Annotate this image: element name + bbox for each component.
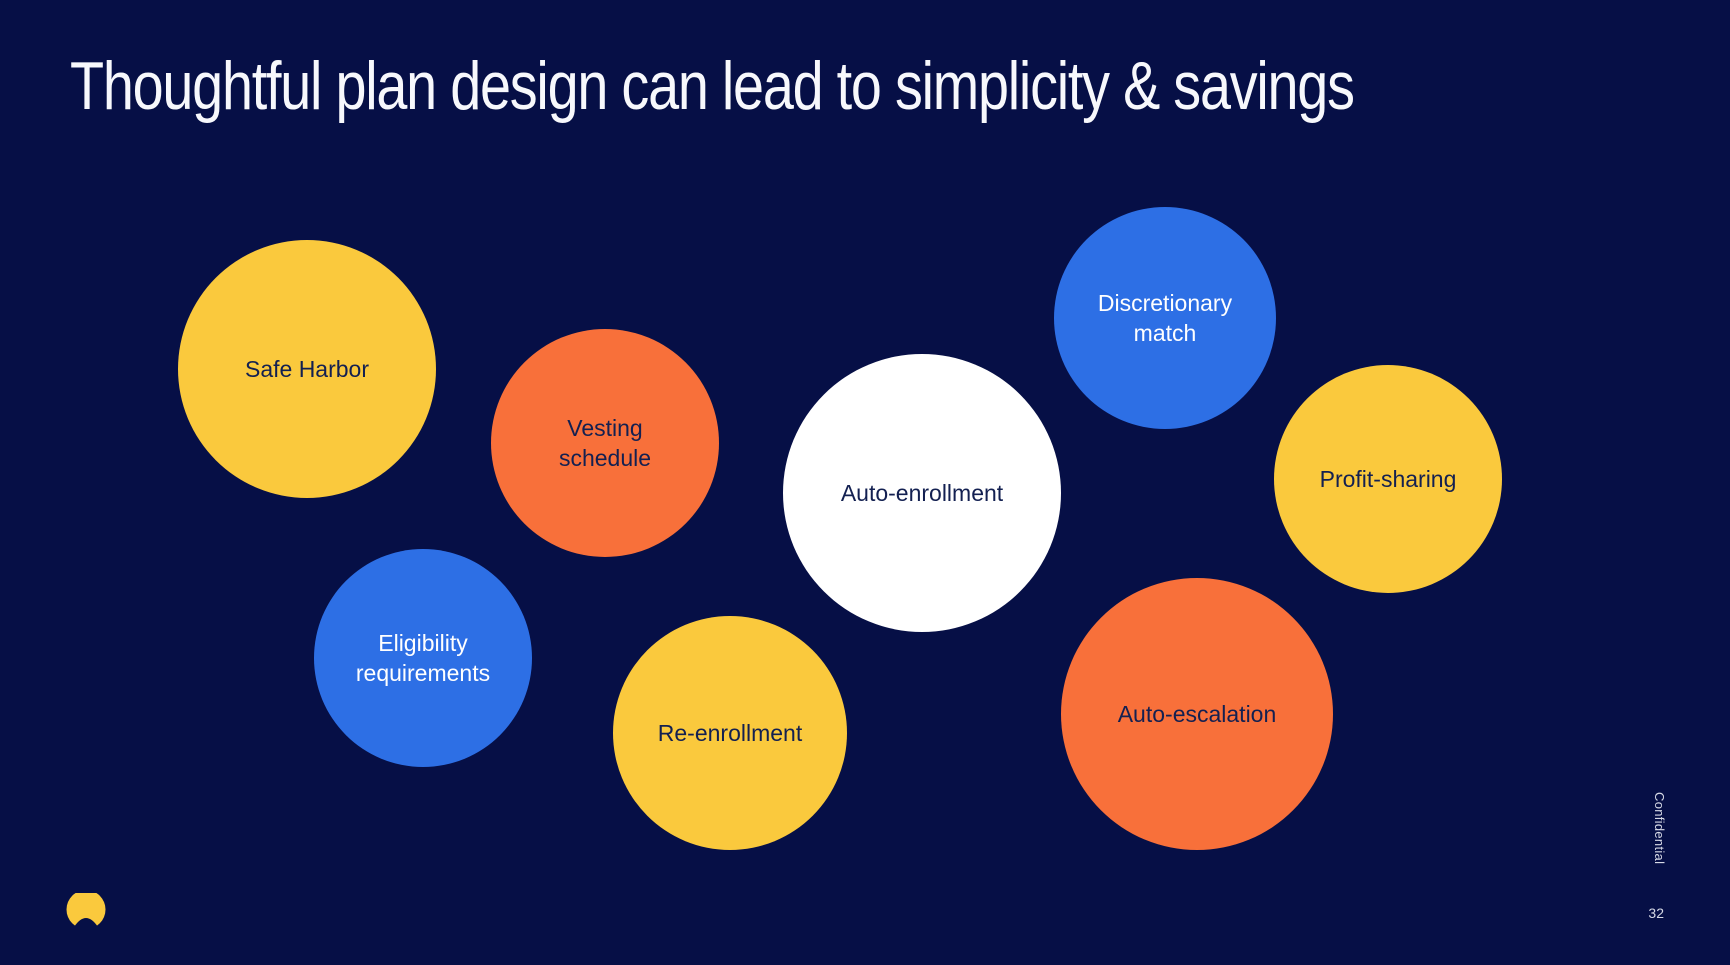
logo-notch (74, 918, 98, 927)
slide-title: Thoughtful plan design can lead to simpl… (70, 48, 1355, 124)
bubble-label-line: Profit-sharing (1319, 466, 1457, 492)
bubble-label-line: Discretionary (1097, 290, 1233, 316)
bubble-label-line: Auto-escalation (1117, 701, 1277, 727)
logo-circle (66, 893, 106, 927)
bubble-label-line: Vesting (567, 415, 643, 441)
bubble-discretionary-match: Discretionary match (1054, 207, 1276, 429)
bubble-auto-enrollment: Auto-enrollment (783, 354, 1061, 632)
bubble-re-enrollment: Re-enrollment (613, 616, 847, 850)
bubble-label-line: Safe Harbor (244, 356, 369, 382)
guideline-logo-icon (66, 893, 106, 927)
bubble-profit-sharing: Profit-sharing (1274, 365, 1502, 593)
bubble-label-line: schedule (558, 445, 652, 471)
bubble-label-line: Re-enrollment (657, 720, 803, 746)
page-number: 32 (1648, 905, 1664, 921)
bubble-label-line: Eligibility (378, 630, 468, 656)
bubble-safe-harbor: Safe Harbor (178, 240, 436, 498)
bubble-vesting-schedule: Vesting schedule (491, 329, 719, 557)
bubble-label-line: match (1133, 320, 1197, 346)
bubble-label-line: Auto-enrollment (840, 480, 1004, 506)
bubble-eligibility-requirements: Eligibility requirements (314, 549, 532, 767)
bubble-label-line: requirements (355, 660, 491, 686)
confidential-label: Confidential (1652, 792, 1667, 865)
bubble-auto-escalation: Auto-escalation (1061, 578, 1333, 850)
